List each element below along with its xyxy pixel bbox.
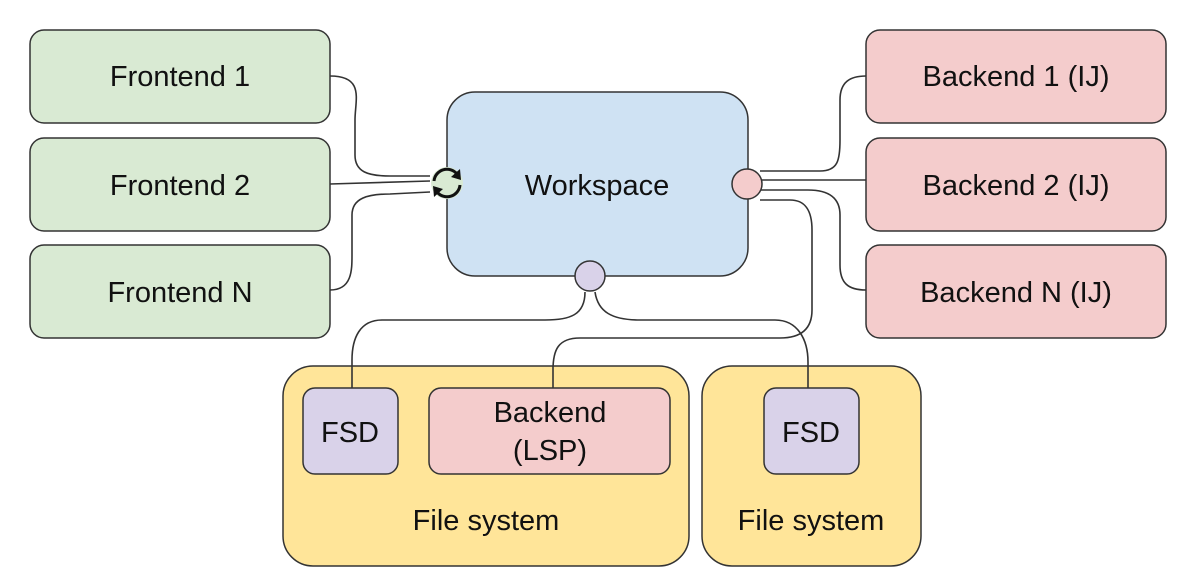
frontend-2-label: Frontend 2 — [110, 170, 250, 202]
fsd-2: FSD — [763, 387, 860, 475]
connector-fsd-1 — [351, 291, 586, 388]
backend-1: Backend 1 (IJ) — [865, 29, 1167, 124]
workspace-label: Workspace — [525, 170, 670, 202]
connector-frontend-2 — [329, 180, 431, 185]
connector-fsd-2 — [594, 291, 809, 388]
backend-lsp-label-line1: Backend — [494, 397, 607, 429]
filesystem-2: FSD File system — [701, 365, 922, 567]
connector-overlays — [351, 366, 809, 388]
connector-backend-n — [760, 189, 867, 291]
filesystem-1-label: File system — [413, 505, 560, 537]
frontend-2: Frontend 2 — [29, 137, 331, 232]
backend-connector-node — [731, 168, 763, 200]
backend-2: Backend 2 (IJ) — [865, 137, 1167, 232]
fsd-1-label: FSD — [321, 417, 379, 449]
frontend-n-label: Frontend N — [107, 277, 252, 309]
backend-2-label: Backend 2 (IJ) — [923, 170, 1110, 202]
fsd-1: FSD — [302, 387, 399, 475]
connector-frontend-1 — [329, 75, 430, 177]
fsd-2-label: FSD — [782, 417, 840, 449]
frontend-n: Frontend N — [29, 244, 331, 339]
connector-frontend-n — [329, 191, 431, 291]
backend-n: Backend N (IJ) — [865, 244, 1167, 339]
backend-1-label: Backend 1 (IJ) — [923, 61, 1110, 93]
connector-backend-lsp — [552, 199, 813, 388]
frontend-1-label: Frontend 1 — [110, 61, 250, 93]
frontend-1: Frontend 1 — [29, 29, 331, 124]
connectors — [329, 75, 867, 388]
backend-lsp-label-line2: (LSP) — [513, 435, 587, 467]
filesystem-connector-node — [574, 260, 606, 292]
filesystem-1: FSD Backend (LSP) File system — [282, 365, 690, 567]
filesystem-2-label: File system — [738, 505, 885, 537]
backend-lsp: Backend (LSP) — [428, 387, 671, 475]
connector-backend-1 — [760, 75, 867, 172]
workspace: Workspace — [446, 91, 749, 277]
backend-n-label: Backend N (IJ) — [920, 277, 1112, 309]
sync-icon — [431, 167, 463, 199]
